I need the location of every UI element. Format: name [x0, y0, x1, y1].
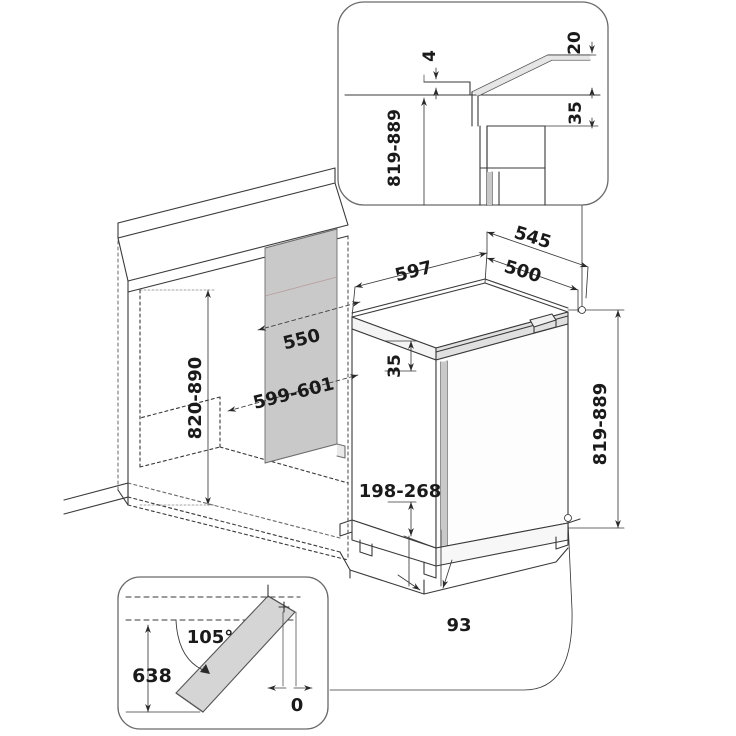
label-appliance-depth-500: 500: [502, 256, 544, 287]
appliance-body: [339, 278, 581, 595]
label-hinge-offset: 0: [291, 695, 304, 716]
detail-box-top: [337, 1, 609, 206]
leader-line-top-detail: [578, 204, 586, 314]
label-clearance-93: 93: [446, 615, 471, 636]
label-door-angle: 105°: [187, 627, 234, 648]
dimension-niche-height: [139, 289, 216, 506]
dimension-niche-depth: [257, 301, 361, 331]
dimension-niche-width: [227, 374, 359, 412]
label-niche-height: 820-890: [185, 357, 206, 440]
dimension-depth-500: [486, 257, 579, 313]
label-top-panel-35: 35: [385, 354, 405, 378]
label-detail-top-gap: 4: [420, 50, 440, 62]
label-appliance-depth-545: 545: [512, 222, 554, 253]
dimension-top-panel-35: [384, 340, 417, 372]
label-detail-top-height: 819-889: [385, 109, 405, 187]
floor-reference-lines: [63, 482, 341, 553]
leader-line-bottom-detail: [329, 514, 573, 691]
label-appliance-height: 819-889: [590, 383, 611, 466]
label-door-depth: 638: [132, 665, 172, 687]
detail-box-bottom: [117, 576, 329, 730]
label-appliance-depth-597: 597: [393, 257, 435, 286]
label-detail-top-overhang: 20: [565, 31, 585, 55]
label-plinth-198-268: 198-268: [359, 481, 442, 502]
dimension-appliance-height: [567, 309, 625, 529]
dimension-clearance-93: [397, 529, 453, 591]
label-detail-top-panel: 35: [566, 101, 586, 125]
